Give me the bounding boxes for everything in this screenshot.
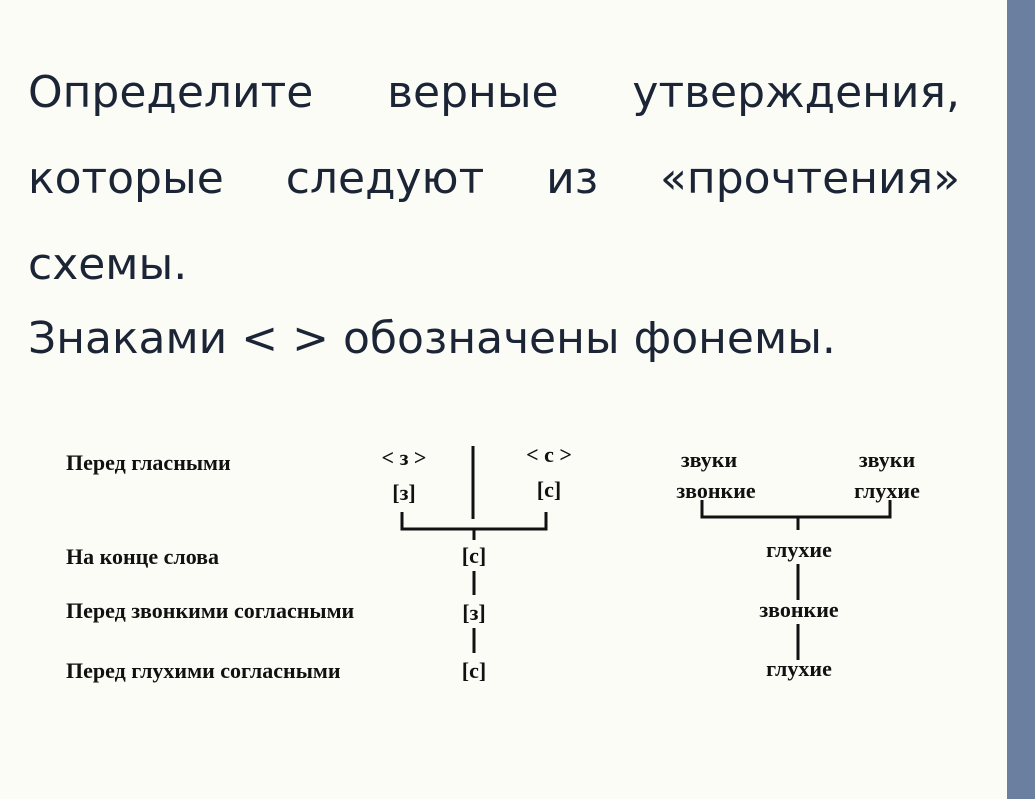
- sounds-word-end: глухие: [766, 537, 832, 562]
- sound-s: [с]: [537, 477, 561, 502]
- phoneme-note: Знаками < > обозначены фонемы.: [28, 313, 836, 364]
- sound-before-voiced: [з]: [462, 600, 486, 625]
- phoneme-scheme: Перед гласными На конце слова Перед звон…: [66, 442, 920, 683]
- label-before-voiceless: Перед глухими согласными: [66, 658, 341, 683]
- sound-before-voiceless: [с]: [462, 658, 486, 683]
- side-accent-bar: [1007, 0, 1035, 799]
- sounds-before-voiced: звонкие: [759, 597, 839, 622]
- label-before-vowels: Перед гласными: [66, 450, 231, 475]
- title-line-2: которые следуют из «прочтения»: [28, 153, 960, 204]
- sounds-left-bottom: звонкие: [676, 478, 756, 503]
- phoneme-s: < с >: [526, 442, 572, 467]
- sounds-left-top: звуки: [681, 447, 738, 472]
- phoneme-z: < з >: [382, 445, 427, 470]
- label-before-voiced: Перед звонкими согласными: [66, 598, 355, 623]
- question-title: Определите верные утверждения, которые с…: [28, 50, 960, 308]
- sound-word-end: [с]: [462, 543, 486, 568]
- sound-z: [з]: [392, 480, 416, 505]
- sounds-bracket: [700, 500, 892, 519]
- sounds-before-voiceless: глухие: [766, 656, 832, 681]
- sounds-right-top: звуки: [859, 447, 916, 472]
- label-word-end: На конце слова: [66, 544, 219, 569]
- title-line-3: схемы.: [28, 239, 188, 290]
- sounds-right-bottom: глухие: [854, 478, 920, 503]
- title-line-1: Определите верные утверждения,: [28, 67, 960, 118]
